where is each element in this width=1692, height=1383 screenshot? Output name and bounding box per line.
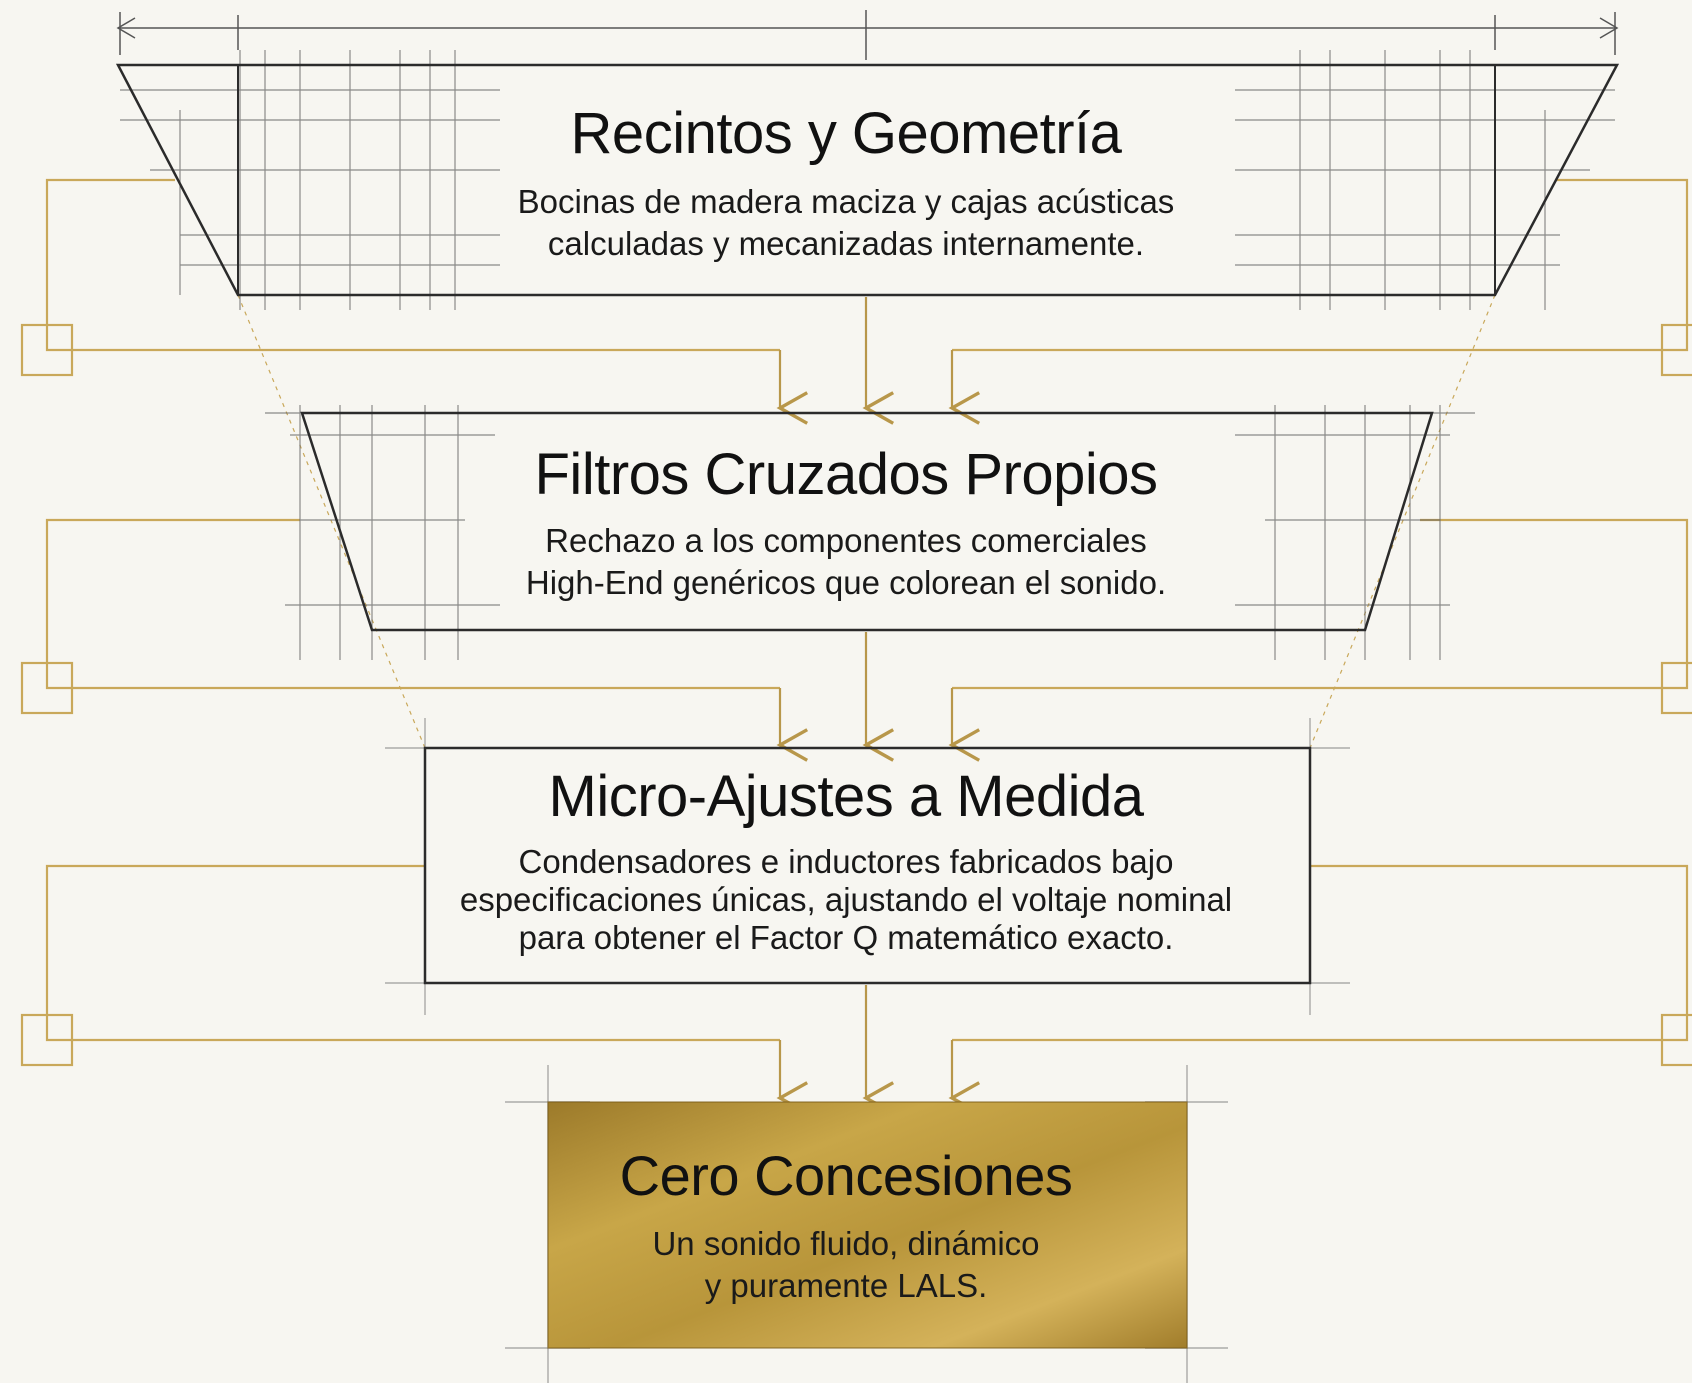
stage-2-title: Filtros Cruzados Propios bbox=[534, 442, 1159, 507]
stage-1-title: Recintos y Geometría bbox=[570, 101, 1122, 166]
gold-arrows bbox=[780, 297, 952, 1098]
stage-3-title: Micro-Ajustes a Medida bbox=[548, 764, 1145, 829]
stage-2-frame bbox=[265, 405, 1475, 660]
stage-1-description: Bocinas de madera maciza y cajas acústic… bbox=[517, 183, 1175, 262]
side-connectors bbox=[20, 178, 1692, 1067]
dimension-line bbox=[116, 10, 1619, 60]
guide-lines bbox=[237, 294, 1496, 749]
stage-3-description: Condensadores e inductores fabricados ba… bbox=[459, 843, 1233, 956]
stage-3-frame bbox=[385, 718, 1350, 1015]
stage-4-description: Un sonido fluido, dinámico y puramente L… bbox=[652, 1225, 1040, 1304]
stage-2-description: Rechazo a los componentes comerciales Hi… bbox=[525, 522, 1167, 601]
stage-4-frame bbox=[505, 1065, 1228, 1383]
stage-4-title: Cero Concesiones bbox=[619, 1144, 1073, 1207]
stage-1-frame bbox=[115, 50, 1620, 310]
